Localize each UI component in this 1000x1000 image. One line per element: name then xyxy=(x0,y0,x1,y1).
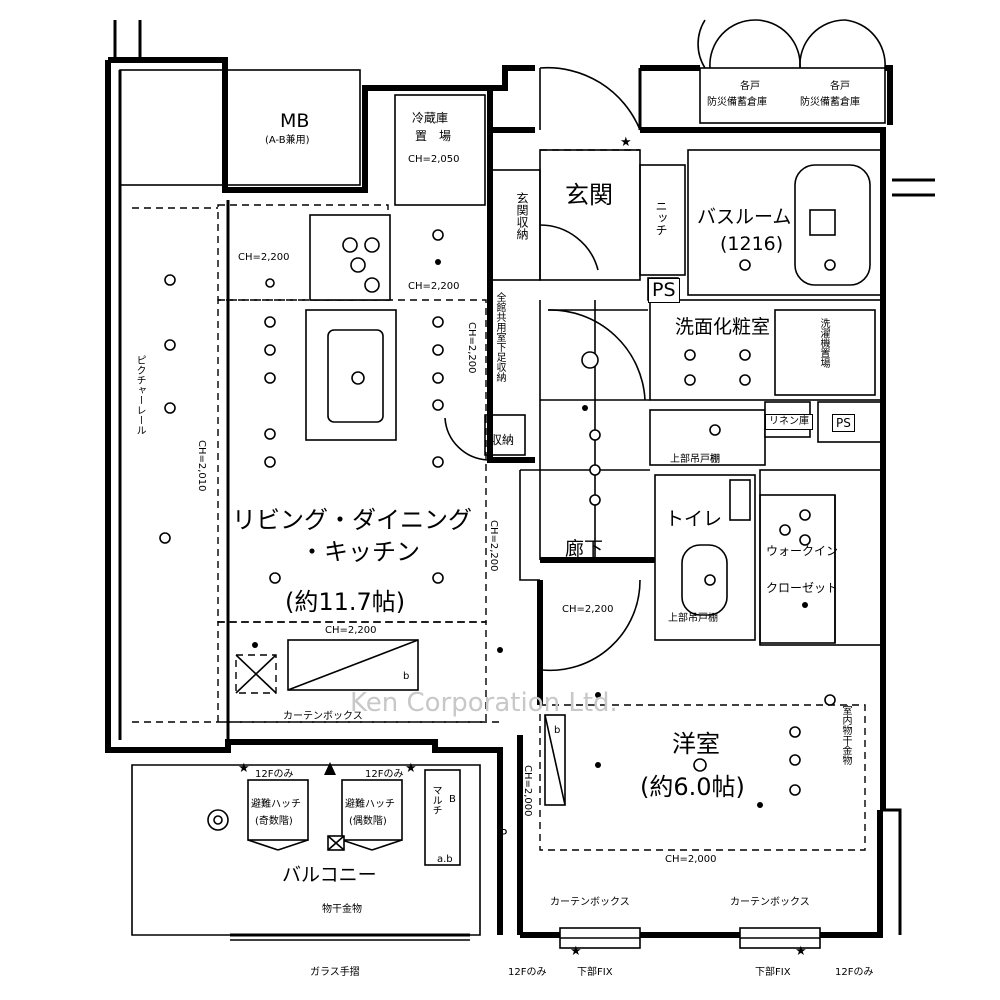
fridge-label-2: 置 場 xyxy=(415,129,452,143)
room-walkin-label: ウォークイン xyxy=(766,544,839,558)
storage-label: 収納 xyxy=(490,433,515,447)
star-markers: ★ ★ ★ ★ ★ xyxy=(238,135,807,959)
ps-label-2: PS xyxy=(832,414,855,432)
room-balcony-label: バルコニー xyxy=(282,864,377,886)
genkan-area xyxy=(491,66,686,301)
wash-upper-label: 上部吊戸棚 xyxy=(670,454,720,465)
glass-rail-label: ガラス手摺 xyxy=(310,967,360,978)
ch-ldk-bottom: CH=2,200 xyxy=(325,625,377,636)
ch-western-bottom: CH=2,000 xyxy=(665,854,717,865)
letter-p: P xyxy=(500,827,508,841)
mb-box xyxy=(119,69,361,186)
ps-label-1: PS xyxy=(648,278,680,303)
fridge-area xyxy=(394,94,486,206)
washroom-area xyxy=(547,299,884,466)
niche-label: ニッチ xyxy=(654,200,668,236)
curtain-box-w1: カーテンボックス xyxy=(550,897,630,908)
room-bathroom-size: (1216) xyxy=(720,233,784,255)
ch-ldk-left: CH=2,200 xyxy=(238,252,290,263)
room-western-label: 洋室 xyxy=(672,730,720,758)
watermark: Ken Corporation Ltd. xyxy=(350,688,618,718)
hatch-even-sub: (偶数階) xyxy=(349,816,387,827)
hatch-even-label: 避難ハッチ xyxy=(345,799,395,810)
room-ldk-label: リビング・ダイニング xyxy=(232,506,472,534)
svg-text:★: ★ xyxy=(570,944,582,959)
western-room-area xyxy=(539,704,866,851)
room-genkan-label: 玄関 xyxy=(565,181,613,209)
floor12-d: 12Fのみ xyxy=(835,967,874,978)
room-western-area: (約6.0帖) xyxy=(640,773,745,801)
toilet-shelf-label: 上部吊戸棚 xyxy=(668,613,718,624)
room-mb-label: MB xyxy=(280,110,310,132)
curtain-box-ldk: カーテンボックス xyxy=(283,711,363,722)
room-mb-sub: (A-B兼用) xyxy=(265,135,310,146)
letter-b2: b xyxy=(403,671,410,682)
svg-text:★: ★ xyxy=(795,944,807,959)
windows xyxy=(559,19,886,949)
disaster-storage-2-line2: 防災備蓄倉庫 xyxy=(800,97,860,108)
room-ldk-label-2: ・キッチン xyxy=(300,538,420,566)
picture-rail-label: ピクチャーレール xyxy=(134,355,145,435)
svg-text:★: ★ xyxy=(238,761,250,776)
floor12-b: 12Fのみ xyxy=(365,769,404,780)
disaster-storage-1: 各戸 xyxy=(740,81,760,92)
room-washroom-label: 洗面化粧室 xyxy=(675,316,771,338)
ch-ldk-right: CH=2,200 xyxy=(488,520,499,572)
toilet-area xyxy=(541,474,756,672)
disaster-storage-1-line2: 防災備蓄倉庫 xyxy=(707,97,767,108)
room-ldk-area: (約11.7帖) xyxy=(285,588,406,616)
shoe-storage-label: 全館共用室下足収納 xyxy=(494,292,505,382)
fridge-label: 冷蔵庫 xyxy=(412,111,449,125)
ch-ldk-vert: CH=2,200 xyxy=(466,322,477,374)
bathroom-area xyxy=(687,149,884,296)
hatch-odd-sub: (奇数階) xyxy=(255,816,293,827)
balcony-area xyxy=(131,764,481,941)
genkan-storage-label: 玄関収納 xyxy=(515,192,529,240)
washing-machine-label: 洗濯機置場 xyxy=(818,318,829,368)
wash-shelf-label: 棚 xyxy=(710,454,720,465)
room-bathroom-label: バスルーム xyxy=(697,206,792,228)
fix-b: 下部FIX xyxy=(755,967,791,978)
letter-b: b xyxy=(554,725,561,736)
indoor-drying-label: 室内物干金物 xyxy=(840,705,851,765)
ch-ldk-side: CH=2,010 xyxy=(196,440,207,492)
disaster-storage-2: 各戸 xyxy=(830,81,850,92)
room-walkin-label-2: クローゼット xyxy=(766,581,839,595)
room-toilet-label: トイレ xyxy=(665,508,723,530)
ch-fridge: CH=2,050 xyxy=(408,154,460,165)
drying-rack-label: 物干金物 xyxy=(322,904,362,915)
fix-a: 下部FIX xyxy=(577,967,613,978)
multi-box-label: マルチ xyxy=(430,785,441,815)
linen-label: リネン庫 xyxy=(765,414,813,430)
ch-western-side: CH=2,000 xyxy=(522,765,533,817)
kitchen-counter xyxy=(305,214,397,441)
floor12-c: 12Fのみ xyxy=(508,967,547,978)
curtain-box-w2: カーテンボックス xyxy=(730,897,810,908)
ceiling-lights xyxy=(159,229,836,808)
walkin-area xyxy=(759,469,884,646)
room-hallway-label: 廊下 xyxy=(565,538,604,560)
svg-text:★: ★ xyxy=(405,761,417,776)
multi-box-sub: a.b xyxy=(437,854,453,865)
letter-B: B xyxy=(449,794,456,805)
ch-ldk-mid: CH=2,200 xyxy=(408,281,460,292)
svg-text:★: ★ xyxy=(620,135,632,150)
outer-walls xyxy=(105,20,935,938)
floor12-a: 12Fのみ xyxy=(255,769,294,780)
ch-hall: CH=2,200 xyxy=(562,604,614,615)
hatch-odd-label: 避難ハッチ xyxy=(251,799,301,810)
